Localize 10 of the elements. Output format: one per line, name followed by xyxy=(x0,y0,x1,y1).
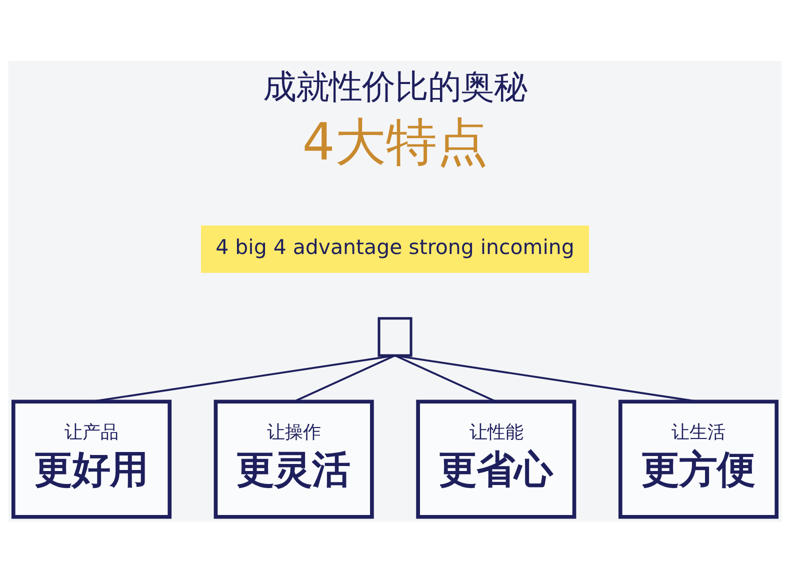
connector xyxy=(293,354,396,402)
node-box: 让性能 更省心 xyxy=(416,400,576,519)
label: 4大特点 xyxy=(302,112,488,173)
node-box: 让产品 更好用 xyxy=(11,400,172,519)
node-box: 让操作 更灵活 xyxy=(214,400,374,519)
node-box xyxy=(378,317,412,357)
node-box: 让生活 更方便 xyxy=(618,400,779,519)
label: 4 big 4 advantage strong incoming xyxy=(216,235,574,260)
diagram-title: 成就性价比的奥秘 xyxy=(263,66,527,106)
connector xyxy=(394,354,497,402)
